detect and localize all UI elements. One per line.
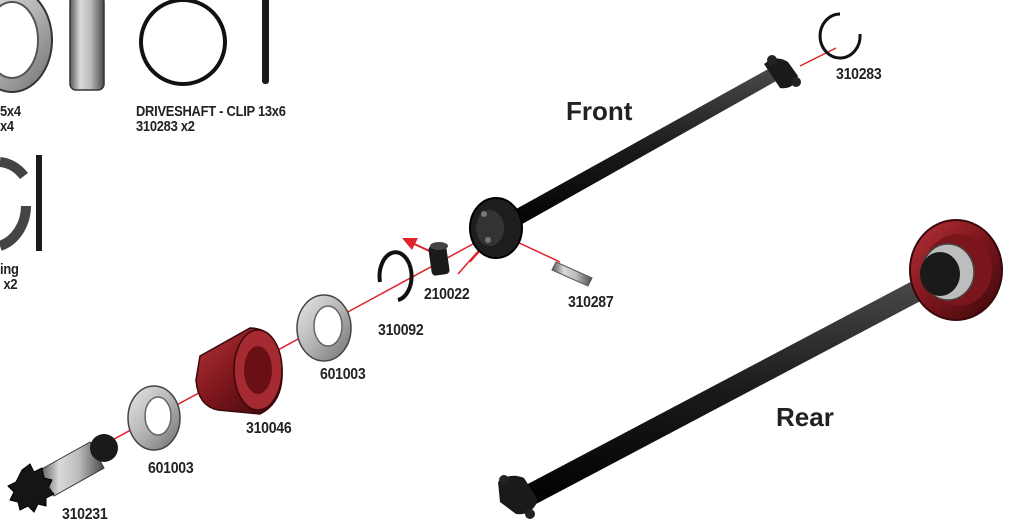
legend-clip-qty: 310283 x2 bbox=[136, 118, 195, 135]
part-label-pinion: 310231 bbox=[62, 506, 108, 523]
legend-ring-label: ing x2 bbox=[0, 262, 19, 292]
clip-ring bbox=[377, 250, 414, 302]
front-heading: Front bbox=[566, 96, 633, 126]
lower-bearing bbox=[127, 385, 181, 451]
part-label-small-pin: 210022 bbox=[424, 286, 470, 303]
front-clip bbox=[818, 12, 862, 60]
front-driveshaft bbox=[469, 55, 801, 259]
legend-ring-line1: ing bbox=[0, 261, 19, 278]
rear-heading: Rear bbox=[776, 402, 834, 432]
red-cup bbox=[195, 327, 283, 415]
part-label-lower-bearing: 601003 bbox=[148, 460, 194, 477]
rear-driveshaft bbox=[498, 219, 1003, 519]
legend-roller-icon bbox=[69, 0, 105, 91]
part-label-upper-bearing: 601003 bbox=[320, 366, 366, 383]
part-label-clip-top: 310283 bbox=[836, 66, 882, 83]
legend-bearing-line1: 5x4 bbox=[0, 103, 21, 120]
part-label-red-cup: 310046 bbox=[246, 420, 292, 437]
legend-ring-line2: x2 bbox=[3, 276, 18, 293]
clip-callout-line bbox=[799, 47, 837, 67]
long-pin bbox=[551, 261, 593, 287]
legend-clip-icon bbox=[139, 0, 269, 86]
legend-clip-title: DRIVESHAFT - CLIP 13x6 bbox=[136, 103, 286, 120]
upper-bearing bbox=[296, 294, 352, 362]
pinion-gear bbox=[7, 434, 118, 513]
legend-bearing-line2: x4 bbox=[0, 118, 14, 135]
legend-bearing-icon bbox=[0, 0, 53, 93]
legend-bearing-label: 5x4 x4 bbox=[0, 104, 21, 134]
small-pin bbox=[428, 242, 450, 276]
part-label-long-pin: 310287 bbox=[568, 294, 614, 311]
legend-ring-icon bbox=[0, 155, 42, 251]
part-label-clip-ring: 310092 bbox=[378, 322, 424, 339]
legend-clip-label: DRIVESHAFT - CLIP 13x6 310283 x2 bbox=[136, 104, 286, 134]
